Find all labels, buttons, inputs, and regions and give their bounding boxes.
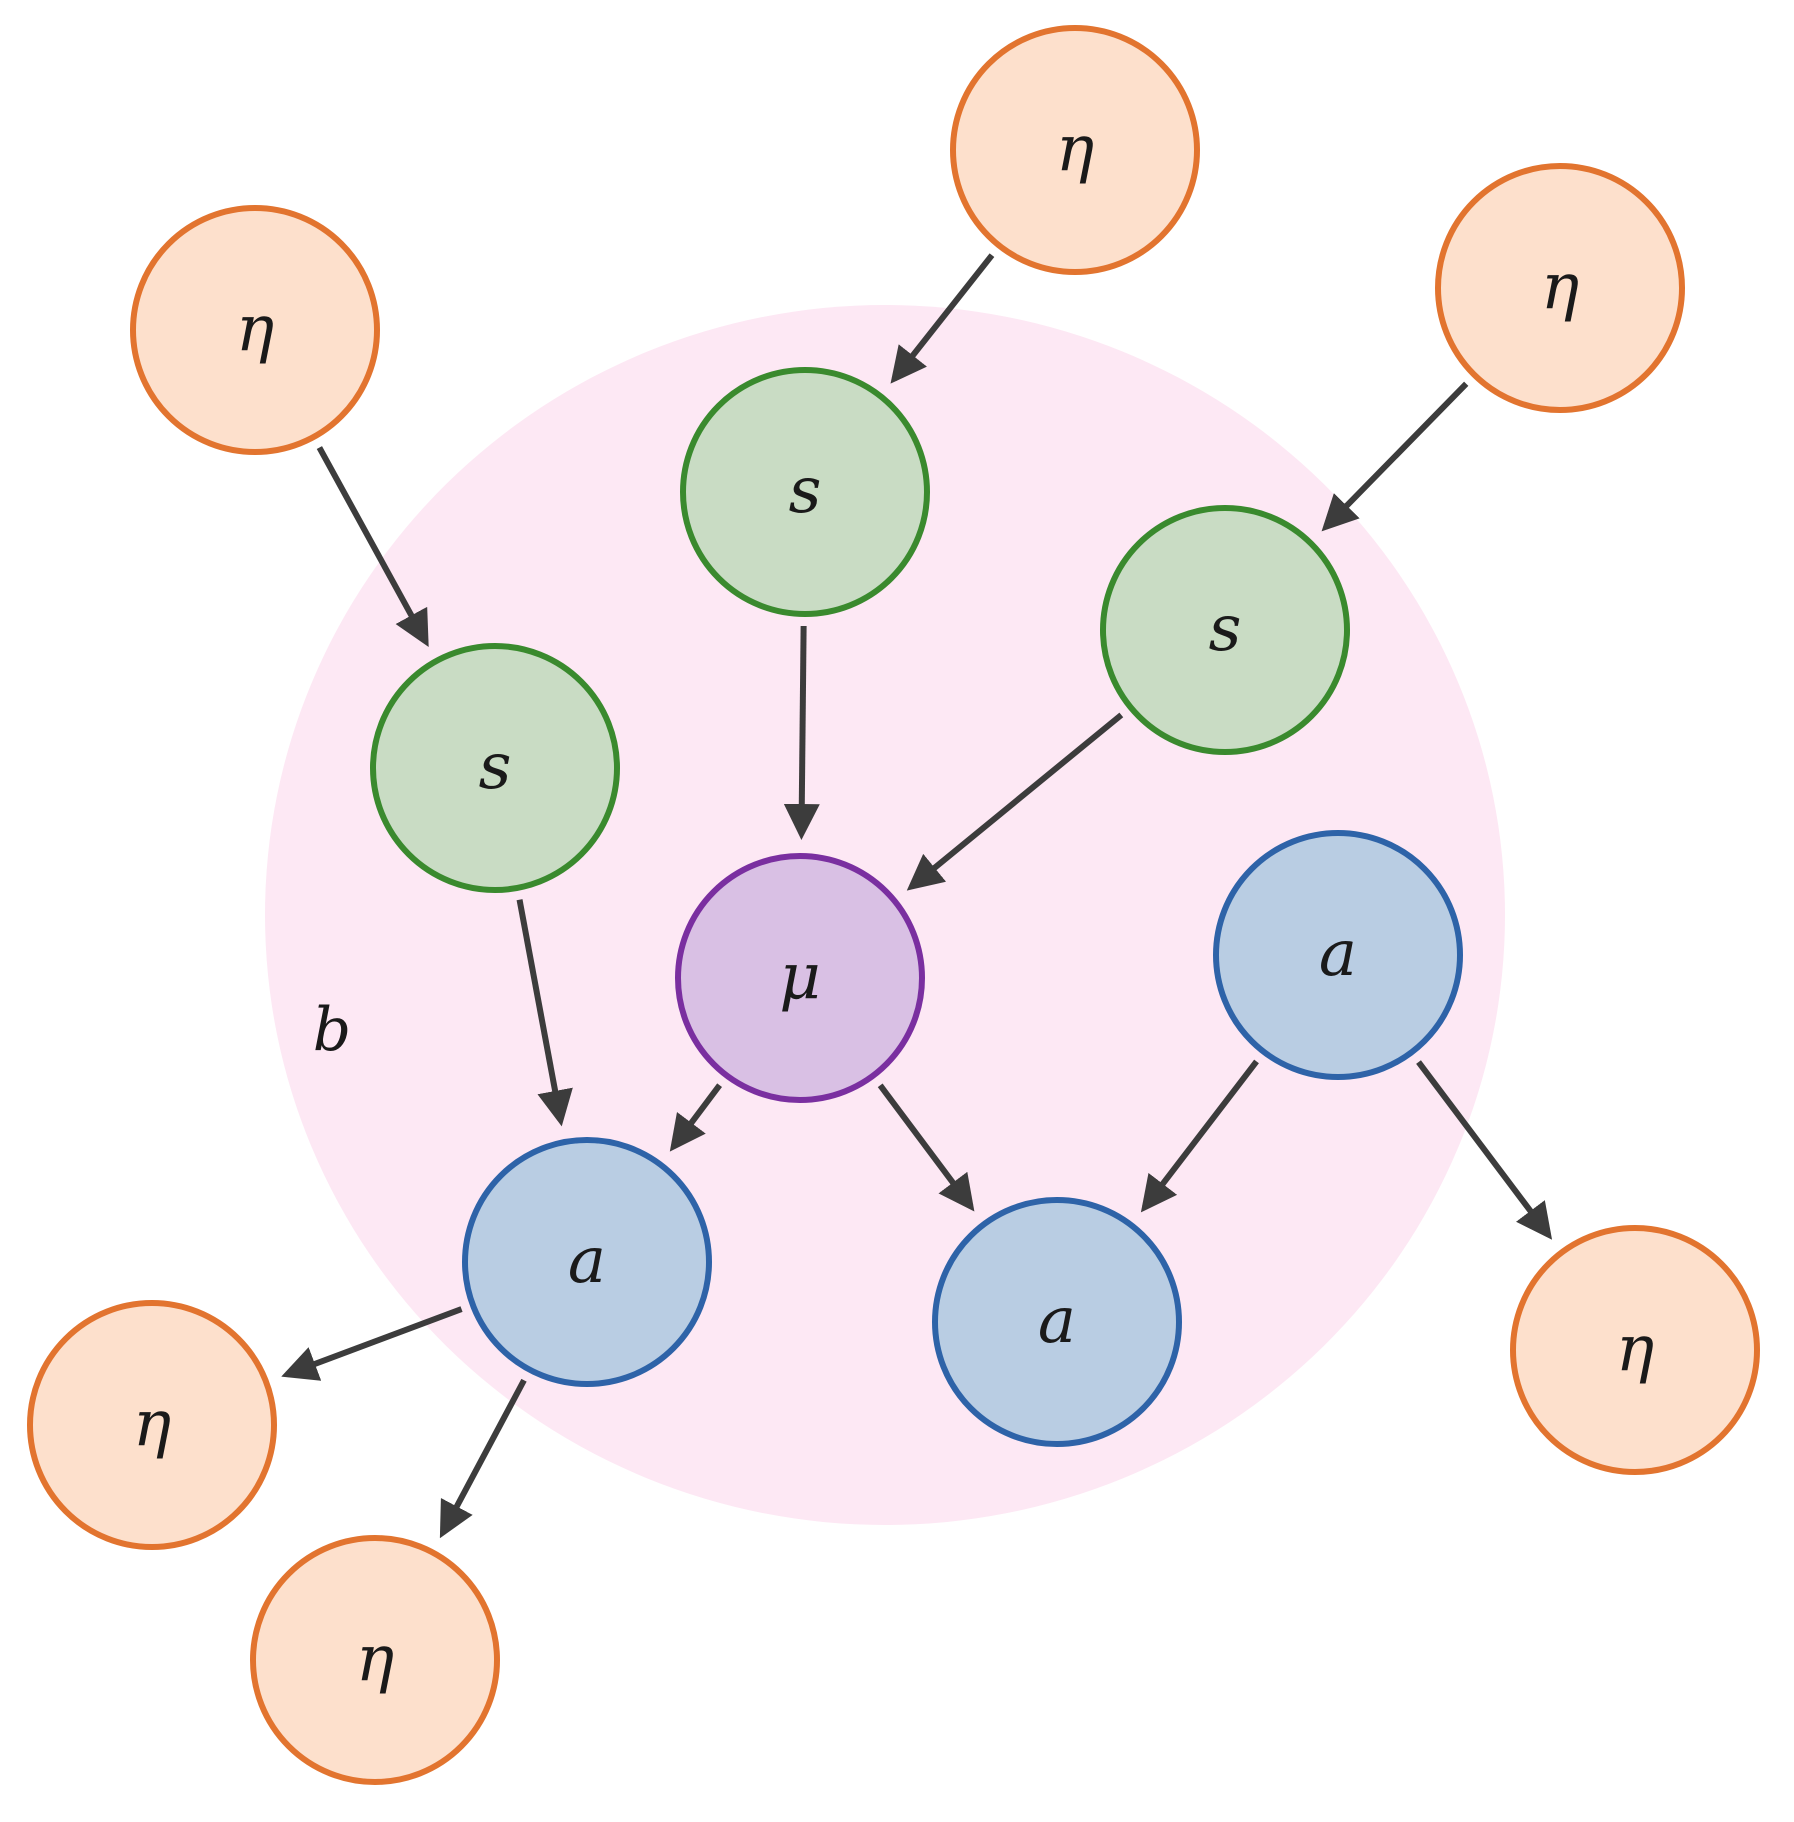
- node-circle: [250, 1535, 500, 1785]
- node-label: η: [1616, 1312, 1654, 1386]
- node-label: η: [1541, 250, 1579, 324]
- edges-layer: [281, 253, 1553, 1539]
- edge-a-left-to-eta-left: [281, 1306, 463, 1381]
- node-label: μ: [779, 940, 821, 1014]
- node-eta-bottom: η: [250, 1535, 500, 1785]
- node-label: s: [789, 454, 822, 528]
- edge-a-left-to-eta-bottom: [439, 1378, 527, 1539]
- edge-a-right-to-eta-right: [1416, 1060, 1553, 1240]
- node-s-center: s: [680, 367, 930, 617]
- node-label: s: [1209, 592, 1242, 666]
- edge-eta-top-to-s-center: [890, 253, 995, 384]
- node-eta-left: η: [27, 1300, 277, 1550]
- node-a-bottom: a: [932, 1197, 1182, 1447]
- nodes-layer: η η η s s s μ a a a η η η: [27, 25, 1760, 1785]
- node-circle: [462, 1137, 712, 1387]
- node-label: η: [133, 1387, 171, 1461]
- node-label: a: [568, 1224, 606, 1298]
- node-s-left: s: [370, 643, 620, 893]
- edge-eta-topright-to-s-right: [1321, 381, 1469, 532]
- node-circle: [130, 205, 380, 455]
- node-circle: [932, 1197, 1182, 1447]
- node-label: η: [1056, 112, 1094, 186]
- node-circle: [680, 367, 930, 617]
- node-circle: [27, 1300, 277, 1550]
- edge-mu-to-a-bottom: [877, 1083, 975, 1212]
- node-label: s: [479, 730, 512, 804]
- edge-s-right-to-mu: [906, 712, 1124, 891]
- edge-eta-topleft-to-s-left: [316, 446, 429, 647]
- node-circle: [370, 643, 620, 893]
- node-eta-right: η: [1510, 1225, 1760, 1475]
- blanket-label: b: [313, 995, 351, 1065]
- edge-mu-to-a-left: [669, 1083, 722, 1152]
- node-mu: μ: [675, 853, 925, 1103]
- node-circle: [1510, 1225, 1760, 1475]
- node-label: η: [356, 1622, 394, 1696]
- node-eta-top: η: [950, 25, 1200, 275]
- node-eta-topleft: η: [130, 205, 380, 455]
- node-label: a: [1038, 1284, 1076, 1358]
- node-eta-topright: η: [1435, 163, 1685, 413]
- node-circle: [1435, 163, 1685, 413]
- node-a-left: a: [462, 1137, 712, 1387]
- node-label: η: [236, 292, 274, 366]
- edge-s-left-to-a-left: [516, 899, 573, 1127]
- node-label: a: [1319, 917, 1357, 991]
- node-s-right: s: [1100, 505, 1350, 755]
- node-circle: [675, 853, 925, 1103]
- edge-s-center-to-mu: [783, 625, 820, 841]
- node-circle: [1213, 830, 1463, 1080]
- node-circle: [1100, 505, 1350, 755]
- edge-a-right-to-a-bottom: [1140, 1059, 1259, 1213]
- node-a-right: a: [1213, 830, 1463, 1080]
- node-circle: [950, 25, 1200, 275]
